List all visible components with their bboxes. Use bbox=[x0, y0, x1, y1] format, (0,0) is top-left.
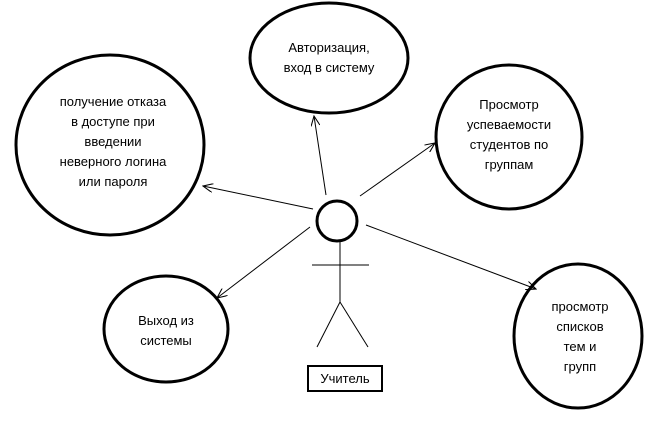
text-line: системы bbox=[140, 333, 192, 348]
text-line: в доступе при bbox=[71, 114, 155, 129]
actor-figure bbox=[312, 199, 369, 348]
arrow-to-progress bbox=[359, 143, 435, 197]
text-line: или пароля bbox=[78, 174, 148, 189]
use-case-progress-ellipse bbox=[434, 63, 584, 211]
text-line: тем и bbox=[563, 339, 597, 354]
actor-label: Учитель bbox=[307, 365, 383, 392]
use-case-exit-label: Выход из системы bbox=[138, 311, 194, 351]
text-line: просмотр bbox=[551, 299, 609, 314]
text-line: групп bbox=[563, 359, 597, 374]
use-case-progress-label: Просмотр успеваемости студентов по групп… bbox=[467, 95, 551, 175]
use-case-topics-ellipse bbox=[512, 262, 644, 410]
text-line: неверного логина bbox=[59, 154, 167, 169]
text-line: введении bbox=[84, 134, 142, 149]
text-line: Авторизация, bbox=[288, 40, 370, 55]
use-case-topics-label: просмотр списков тем и групп bbox=[551, 297, 608, 377]
use-case-auth-label: Авторизация, вход в систему bbox=[284, 38, 375, 78]
use-case-auth-ellipse bbox=[248, 1, 410, 115]
text-line: вход в систему bbox=[283, 60, 375, 75]
arrow-to-auth bbox=[314, 116, 327, 196]
text-line: списков bbox=[556, 319, 604, 334]
use-case-exit-ellipse bbox=[102, 274, 230, 384]
text-line: получение отказа bbox=[59, 94, 167, 109]
actor-left-leg bbox=[316, 301, 341, 348]
text-line: Просмотр bbox=[479, 97, 539, 112]
arrow-to-exit bbox=[217, 226, 311, 298]
arrow-to-denied bbox=[203, 186, 314, 210]
text-line: успеваемости bbox=[466, 117, 552, 132]
use-case-denied-label: получение отказа в доступе при введении … bbox=[60, 92, 167, 192]
actor-right-leg bbox=[339, 301, 369, 348]
arrow-to-topics bbox=[365, 224, 536, 289]
text-line: студентов по bbox=[469, 137, 549, 152]
text-line: Выход из bbox=[138, 313, 194, 328]
use-case-denied-ellipse bbox=[14, 53, 206, 237]
actor-head bbox=[315, 199, 359, 243]
text-line: группам bbox=[484, 157, 534, 172]
